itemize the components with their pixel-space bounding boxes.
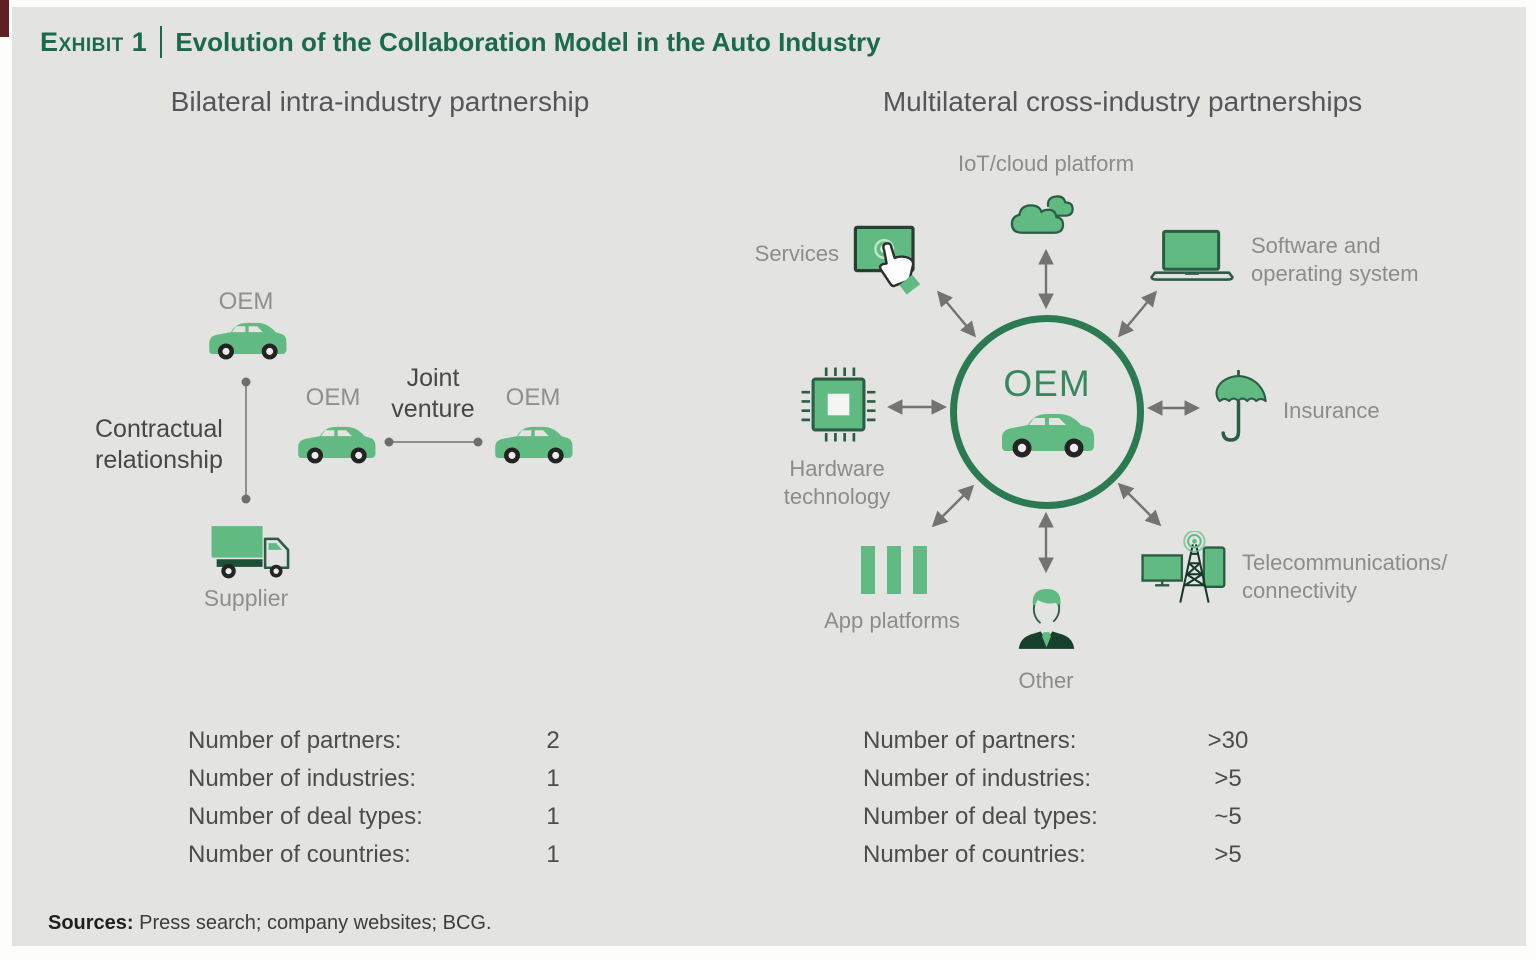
page-edge-artifact [0,0,9,37]
car-icon [205,317,289,361]
stat-label: Number of partners: [863,727,1077,754]
stat-value: 1 [546,765,560,792]
services-label: Services [754,241,839,266]
stat-value: >5 [1214,765,1242,792]
contractual-relationship-label: Contractual relationship [95,415,223,474]
stat-label: Number of deal types: [188,803,423,830]
stat-label: Number of industries: [188,765,417,792]
stat-label: Number of countries: [863,841,1086,868]
stat-value: 1 [546,841,560,868]
stat-label: Number of industries: [863,765,1092,792]
telecom-tower-icon [1141,531,1229,605]
table-row: Number of industries: >5 [863,765,1303,803]
stat-value: 1 [546,803,560,830]
joint-venture-label: Joint venture [391,364,475,423]
stat-label: Number of countries: [188,841,411,868]
iot-cloud-platform-label: IoT/cloud platform [957,151,1135,176]
oem-right-label: OEM [505,384,561,411]
oem-top-label: OEM [218,288,274,315]
car-icon [491,421,575,465]
sources-text: Press search; company websites; BCG. [133,912,492,934]
chip-icon [800,366,877,443]
page-title: Evolution of the Collaboration Model in … [175,26,881,57]
right-stats-table: Number of partners: >30 Number of indust… [863,727,1303,879]
oem-hub-circle [950,315,1144,509]
app-bars-icon [861,546,927,594]
stat-label: Number of partners: [188,727,402,754]
oem-hub-label: OEM [1003,363,1091,404]
left-section-header: Bilateral intra-industry partnership [170,86,590,117]
oem-left-label: OEM [305,384,361,411]
table-row: Number of partners: 2 [188,727,628,765]
hardware-technology-label: Hardware technology [783,456,891,509]
table-row: Number of deal types: ~5 [863,803,1303,841]
supplier-truck-icon [209,521,294,584]
car-icon [997,407,1097,459]
left-stats-table: Number of partners: 2 Number of industri… [188,727,628,879]
stat-value: >5 [1214,841,1242,868]
insurance-label: Insurance [1283,398,1380,423]
sources-label: Sources: [48,912,134,934]
umbrella-icon [1206,369,1271,447]
exhibit-panel [12,7,1526,946]
other-label: Other [1018,668,1074,693]
touchscreen-icon [853,224,933,298]
table-row: Number of countries: >5 [863,841,1303,879]
software-os-label: Software and operating system [1251,233,1419,286]
laptop-icon [1149,228,1235,283]
telecommunications-label: Telecommunications/ connectivity [1242,550,1448,603]
table-row: Number of deal types: 1 [188,803,628,841]
title-divider [160,26,163,58]
left-connector-lines [241,377,483,504]
right-section-header: Multilateral cross-industry partnerships [882,86,1363,117]
stat-value: >30 [1207,727,1249,754]
app-platforms-label: App platforms [824,608,960,633]
exhibit-number: Exhibit 1 [40,26,148,57]
stat-value: ~5 [1214,803,1242,830]
hub-spoke-arrows [886,248,1201,574]
car-icon [294,421,378,465]
supplier-label: Supplier [203,585,289,611]
cloud-icon [1006,186,1080,238]
table-row: Number of partners: >30 [863,727,1303,765]
exhibit-title-row: Exhibit 1 Evolution of the Collaboration… [40,26,881,58]
sources-line: Sources: Press search; company websites;… [48,912,492,935]
person-icon [1010,583,1083,652]
stat-value: 2 [546,727,560,754]
stat-label: Number of deal types: [863,803,1098,830]
table-row: Number of countries: 1 [188,841,628,879]
table-row: Number of industries: 1 [188,765,628,803]
